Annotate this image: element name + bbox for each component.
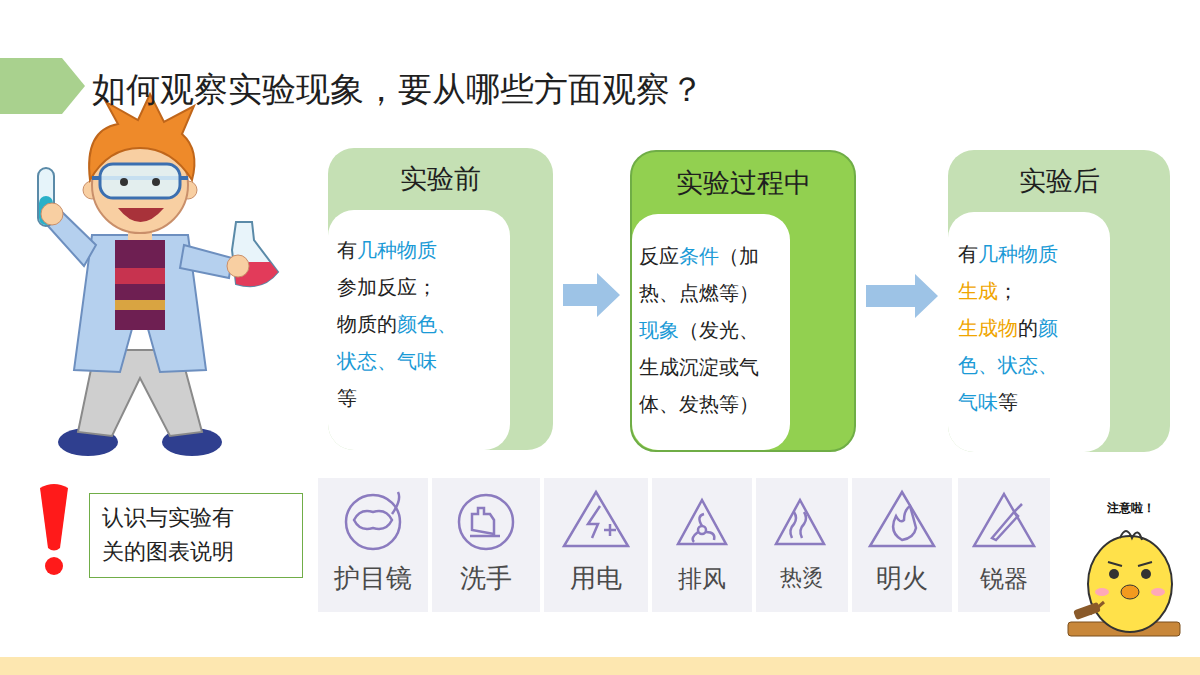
title-marker [0,58,85,114]
safety-icon-caption: 用电 [570,561,622,596]
safety-icon-caption: 热烫 [780,563,824,593]
safety-icon-caption: 洗手 [460,561,512,596]
stage-body-area: 有几种物质 参加反应； 物质的颜色、 状态、气味 等 [328,210,510,450]
stage-heading: 实验前 [328,148,553,210]
stage-body-area: 反应条件（加 热、点燃等） 现象（发光、 生成沉淀或气 体、发热等） [632,214,790,450]
safety-icon-caption: 排风 [678,563,726,595]
page-title: 如何观察实验现象，要从哪些方面观察？ [92,66,704,112]
scientist-illustration [38,94,278,456]
flow-arrow [563,273,620,317]
stage-heading: 实验过程中 [632,152,854,214]
stage-description: 反应条件（加 热、点燃等） 现象（发光、 生成沉淀或气 体、发热等） [639,238,762,423]
flow-arrow [866,274,938,318]
observation-stage-box: 实验过程中反应条件（加 热、点燃等） 现象（发光、 生成沉淀或气 体、发热等） [630,150,856,452]
safety-icons [346,492,1034,549]
warning-mark [40,484,68,575]
stage-description: 有几种物质 参加反应； 物质的颜色、 状态、气味 等 [337,232,460,417]
observation-stage-box: 实验后有几种物质 生成； 生成物的颜 色、状态、 气味等 [948,150,1170,452]
observation-stage-box: 实验前有几种物质 参加反应； 物质的颜色、 状态、气味 等 [328,148,553,450]
stage-heading: 实验后 [948,150,1170,212]
chick-mascot [1068,531,1180,636]
stage-body-area: 有几种物质 生成； 生成物的颜 色、状态、 气味等 [948,212,1110,452]
safety-icon-tiles [318,478,1050,612]
stage-description: 有几种物质 生成； 生成物的颜 色、状态、 气味等 [958,236,1081,421]
mascot-callout: 注意啦！ [1107,500,1155,517]
bottom-band [0,657,1200,675]
safety-icon-caption: 锐器 [980,563,1028,595]
note-text: 认识与实验有 关的图表说明 [102,501,237,569]
safety-icon-caption: 明火 [876,561,928,596]
safety-icon-caption: 护目镜 [334,561,412,596]
note-box: 认识与实验有 关的图表说明 [89,493,303,578]
